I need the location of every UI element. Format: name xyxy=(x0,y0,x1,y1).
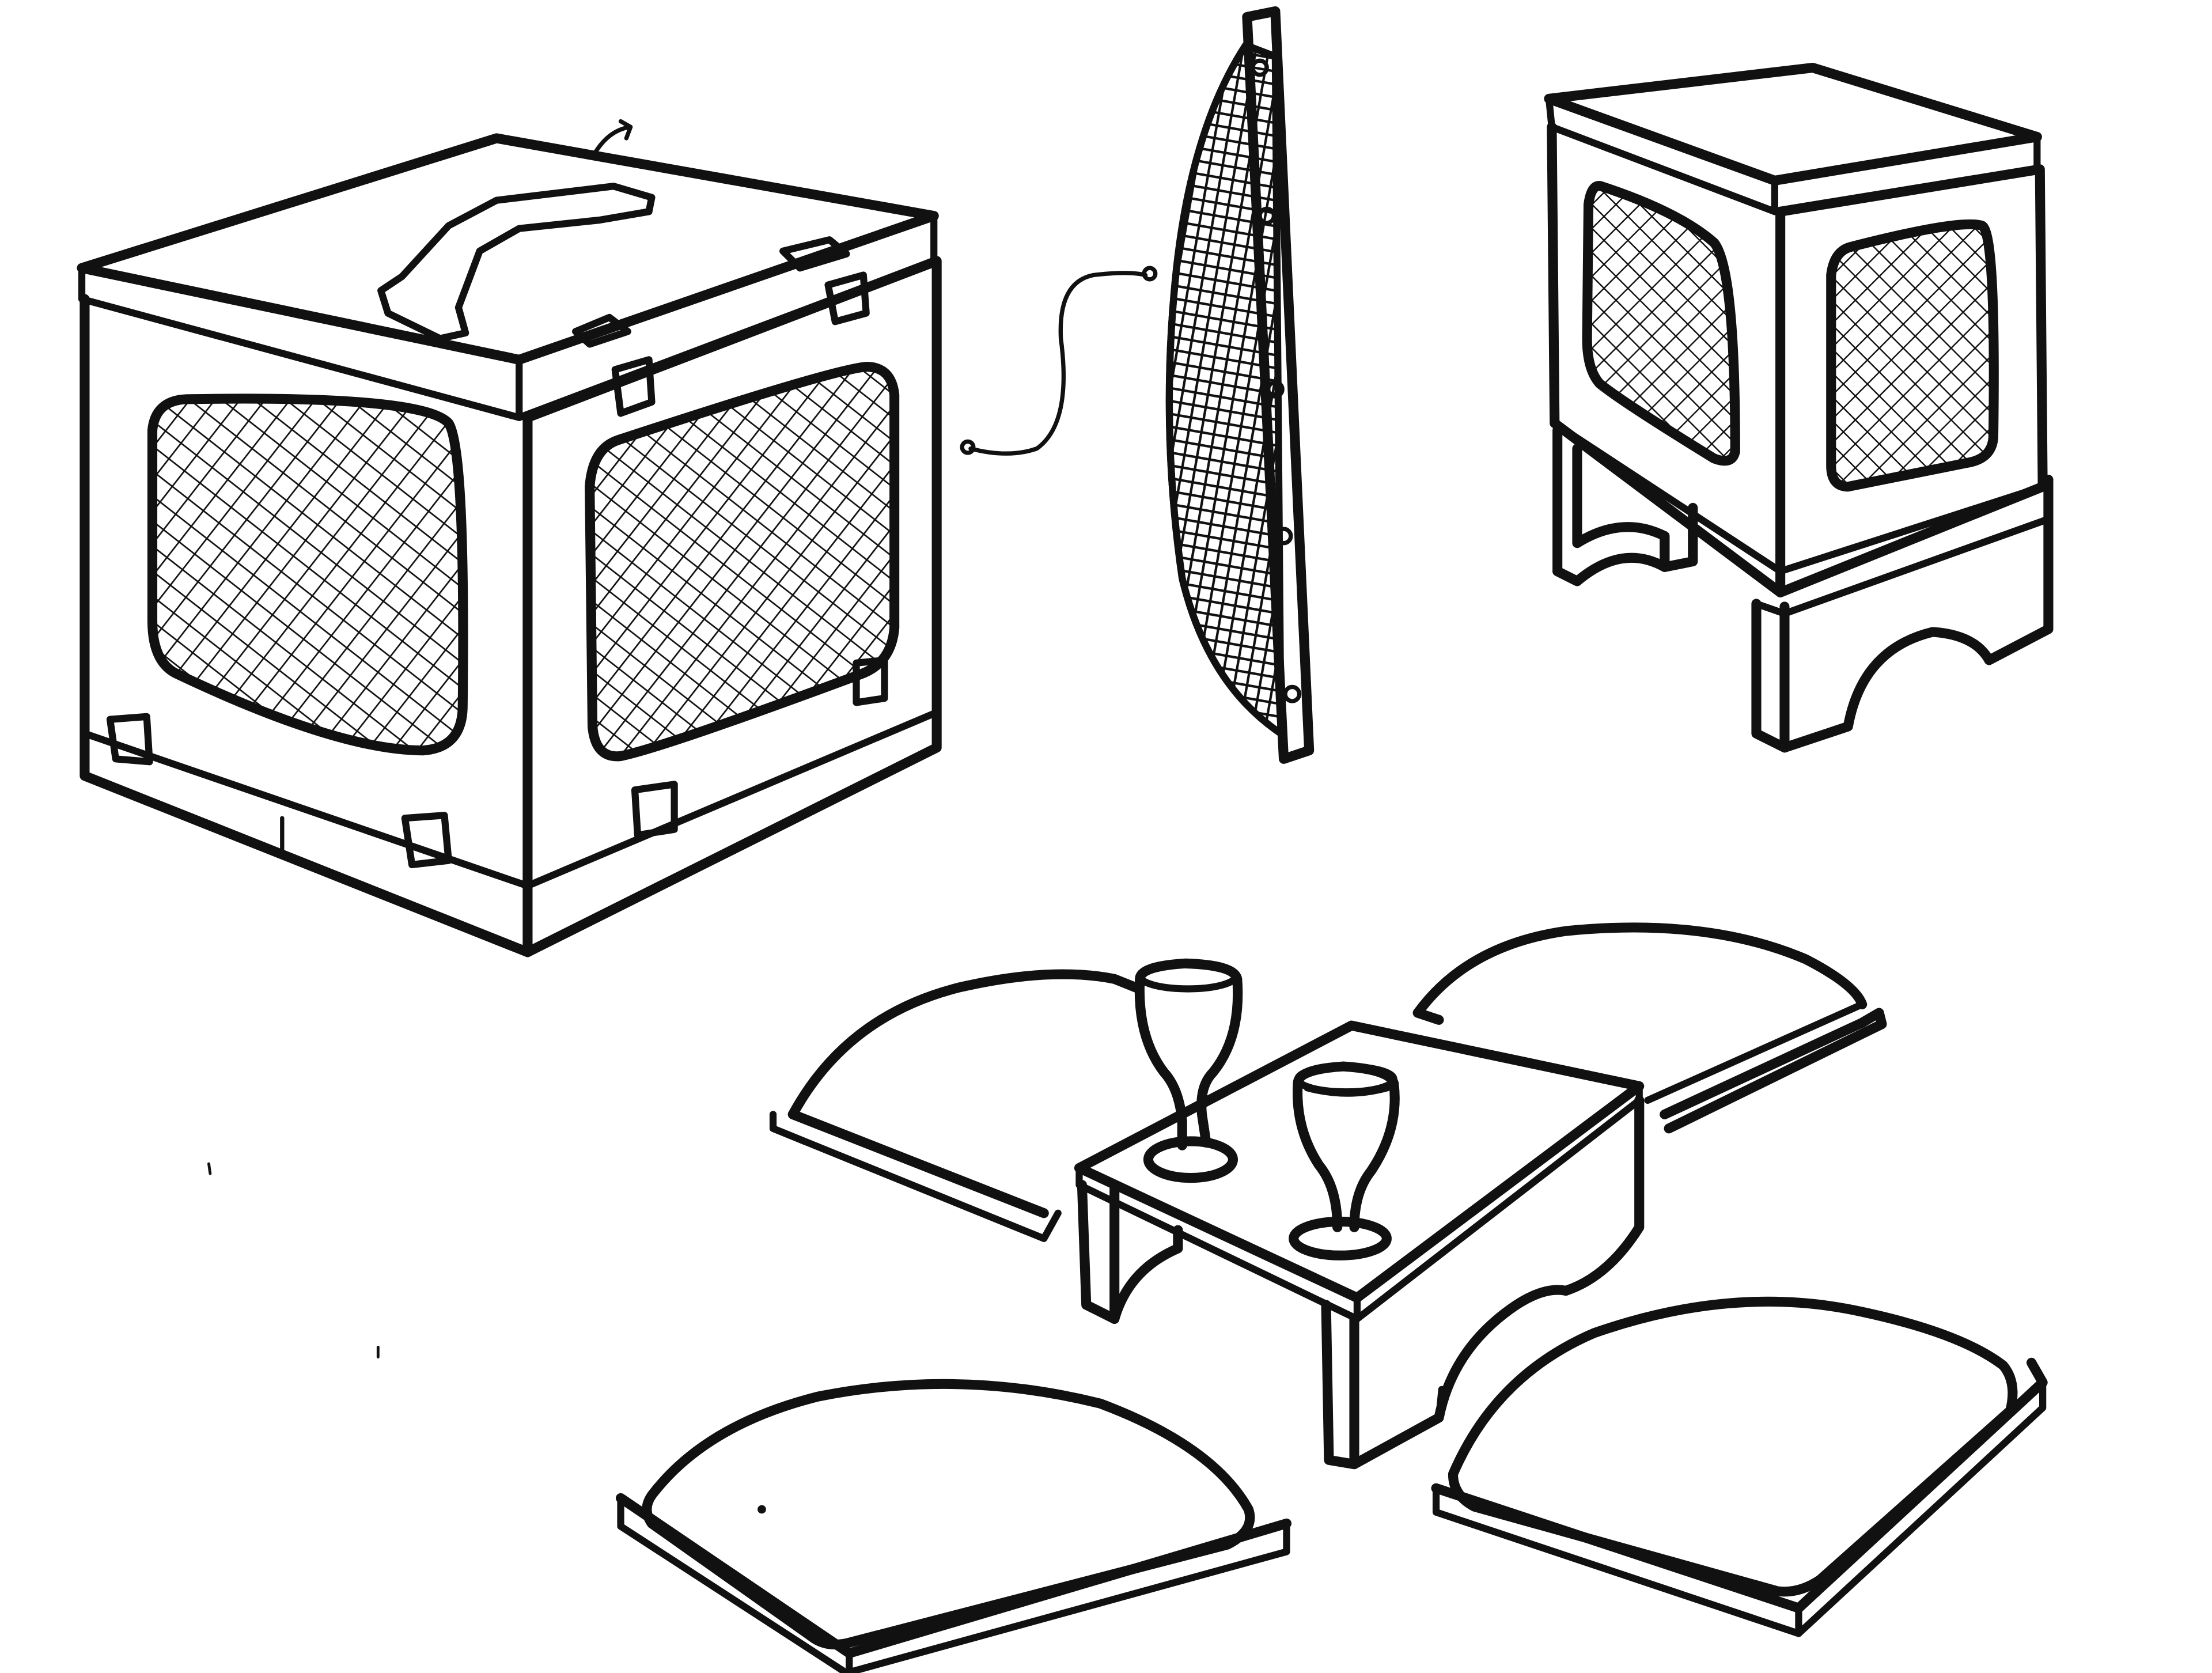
floor-cushions xyxy=(615,1296,2048,1673)
stand-legs xyxy=(1552,425,1670,586)
grommet-icon xyxy=(1251,58,1269,77)
low-table-with-glasses xyxy=(769,922,1887,1470)
detached-mesh-panel xyxy=(1165,6,1315,764)
stand-mesh-window-left xyxy=(1582,181,1740,466)
connector-cord xyxy=(968,271,1148,456)
folding-pet-crate xyxy=(77,119,942,957)
cushion-icon xyxy=(787,969,1141,1119)
stand-mesh-window-right xyxy=(1826,219,1999,492)
panel-frame xyxy=(1242,6,1315,764)
handle-icon xyxy=(377,183,656,342)
cushion-icon xyxy=(1448,1296,2018,1597)
mesh-window-front xyxy=(147,393,468,756)
strap-icon xyxy=(779,236,850,272)
crate-on-stand xyxy=(1544,62,2054,753)
mesh-window-side xyxy=(585,362,900,762)
rotate-arrow-icon xyxy=(593,119,633,155)
